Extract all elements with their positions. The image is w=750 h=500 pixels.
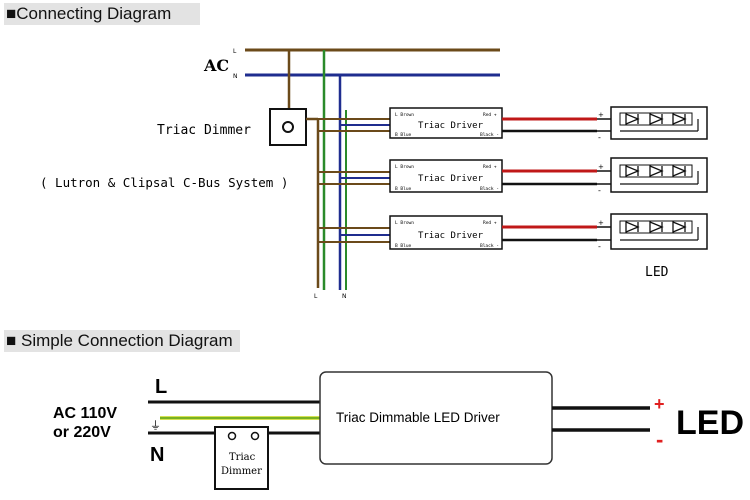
n-mark: N — [233, 73, 238, 80]
driver-l-in: L Brown — [395, 164, 414, 170]
l-terminal-label: L — [155, 376, 167, 398]
simple-connection-title: ■ Simple Connection Diagram — [4, 330, 240, 352]
driver-dim-in: B Blue — [395, 243, 412, 249]
connecting-diagram-title: ■Connecting Diagram — [4, 3, 200, 25]
led-driver-label: Triac Dimmable LED Driver — [336, 410, 500, 425]
dimmer-knob-icon — [282, 121, 294, 133]
system-note: ( Lutron & Clipsal C-Bus System ) — [40, 175, 288, 190]
dimmer-terminal-icon — [250, 431, 260, 441]
triac-dimmer-box — [269, 108, 307, 146]
driver-out-pos: Red + — [483, 220, 497, 226]
minus-mark: - — [598, 133, 601, 142]
led-output-label: LED — [676, 404, 744, 442]
driver-l-in: L Brown — [395, 112, 414, 118]
plus-mark: + — [598, 111, 604, 119]
driver-out-neg: Black - — [480, 132, 499, 138]
triac-dimmer-box — [214, 426, 269, 490]
led-driver-box — [319, 371, 553, 465]
driver-dim-in: B Blue — [395, 186, 412, 192]
bottom-n-mark: N — [342, 293, 347, 300]
driver-out-pos: Red + — [483, 112, 497, 118]
plus-mark: + — [598, 163, 604, 171]
n-terminal-label: N — [150, 444, 164, 466]
dimmer-label-line1: Triac — [229, 452, 256, 463]
led-label: LED — [645, 265, 669, 280]
triac-driver-box — [389, 215, 503, 250]
negative-sign: - — [656, 427, 663, 452]
driver-label: Triac Driver — [418, 174, 484, 184]
positive-sign: + — [654, 394, 665, 414]
led-diode-icon — [625, 113, 687, 125]
minus-mark: - — [598, 242, 601, 251]
dimmer-label-line2: Dimmer — [221, 466, 262, 477]
triac-driver-box — [389, 107, 503, 139]
led-module-box — [610, 106, 708, 140]
bottom-l-mark: L — [314, 293, 318, 300]
driver-row-1: L Brown B Blue Red + Black - Triac Drive… — [318, 106, 708, 142]
ac-voltage-line2: or 220V — [53, 424, 111, 441]
ac-label: AC — [203, 56, 229, 75]
driver-l-in: L Brown — [395, 220, 414, 226]
dimmer-terminal-icon — [227, 431, 237, 441]
driver-out-neg: Black - — [480, 243, 499, 249]
driver-label: Triac Driver — [418, 121, 484, 131]
driver-out-neg: Black - — [480, 186, 499, 192]
minus-mark: - — [598, 186, 601, 195]
driver-dim-in: B Blue — [395, 132, 412, 138]
driver-out-pos: Red + — [483, 164, 497, 170]
l-mark: L — [233, 48, 237, 55]
ac-voltage-line1: AC 110V — [53, 405, 117, 422]
plus-mark: + — [598, 219, 604, 227]
led-diode-icon — [625, 165, 687, 177]
led-diode-icon — [625, 221, 687, 233]
dimmer-label: Triac Dimmer — [157, 123, 251, 138]
driver-row-2: L Brown B Blue Red + Black - Triac Drive… — [318, 157, 708, 195]
driver-row-3: L Brown B Blue Red + Black - Triac Drive… — [318, 213, 708, 251]
triac-driver-box — [389, 159, 503, 193]
ground-icon: ⏚ — [150, 419, 161, 432]
driver-label: Triac Driver — [418, 231, 484, 241]
